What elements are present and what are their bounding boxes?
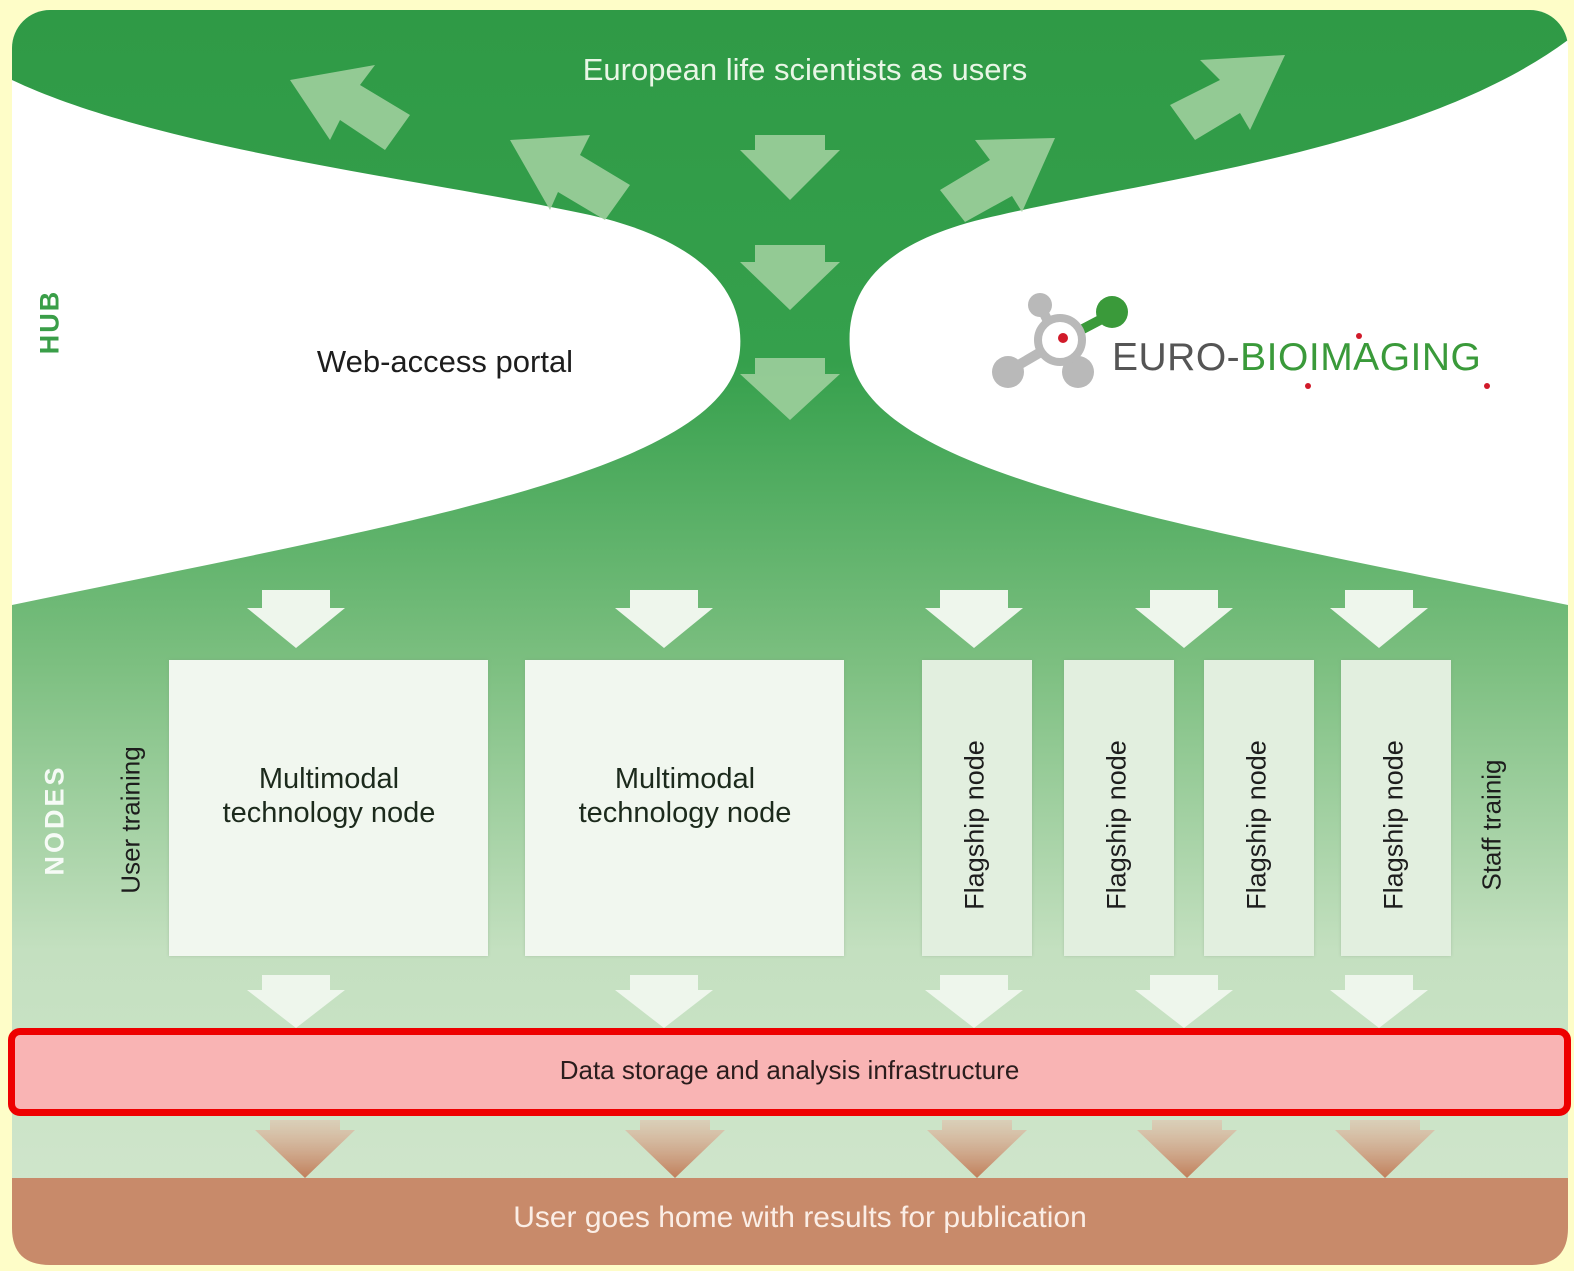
flagship-node-label: Flagship node <box>1101 740 1132 910</box>
arrow-icon <box>1135 590 1233 648</box>
arrow-icon <box>925 975 1023 1028</box>
arrow-icon <box>1335 1120 1435 1178</box>
arrow-icon <box>1137 1120 1237 1178</box>
data-storage-label: Data storage and analysis infrastructure <box>559 1055 1020 1085</box>
arrow-icon <box>925 590 1023 648</box>
user-training-label: User training <box>115 746 146 894</box>
flagship-node-box <box>1204 660 1314 956</box>
logo-text-euro: EURO- <box>1112 336 1241 379</box>
arrows-into-nodes <box>247 590 1428 648</box>
flagship-node-label: Flagship node <box>959 740 990 910</box>
arrow-icon <box>290 65 410 150</box>
flagship-node-box <box>922 660 1032 956</box>
arrow-icon <box>740 135 840 200</box>
staff-training-label: Staff trainig <box>1476 759 1507 891</box>
multimodal-node-label: Multimodal technology node <box>222 763 436 830</box>
arrow-icon <box>740 358 840 420</box>
arrow-icon <box>1330 975 1428 1028</box>
flagship-node-label: Flagship node <box>1378 740 1409 910</box>
arrow-icon <box>940 138 1055 222</box>
logo-text-bioimaging: BIOIMAGING <box>1240 336 1482 379</box>
euro-bioimaging-logo-text: EURO-BIOIMAGING <box>1112 336 1481 380</box>
arrow-icon <box>615 975 713 1028</box>
arrow-icon <box>1170 55 1285 140</box>
arrow-icon <box>625 1120 725 1178</box>
logo-red-dot <box>1484 383 1490 389</box>
arrow-icon <box>1135 975 1233 1028</box>
multimodal-node-box <box>169 660 488 956</box>
arrow-icon <box>247 975 345 1028</box>
euro-bioimaging-logo-mark <box>992 293 1128 388</box>
arrows-to-data <box>247 975 1428 1028</box>
arrow-icon <box>255 1120 355 1178</box>
arrow-icon <box>615 590 713 648</box>
arrow-icon <box>510 135 630 220</box>
arrow-icon <box>247 590 345 648</box>
arrow-icon <box>927 1120 1027 1178</box>
result-bar-label: User goes home with results for publicat… <box>513 1201 1087 1234</box>
arrow-icon <box>1330 590 1428 648</box>
arrow-icon <box>740 245 840 310</box>
hub-arrows <box>290 55 1285 420</box>
flagship-node-label: Flagship node <box>1241 740 1272 910</box>
hub-side-label: HUB <box>34 289 65 355</box>
flagship-node-box <box>1064 660 1174 956</box>
arrows-to-results <box>255 1120 1435 1178</box>
multimodal-node-box <box>525 660 844 956</box>
data-storage-bar: Data storage and analysis infrastructure <box>8 1028 1571 1116</box>
nodes-side-label: NODES <box>39 764 70 876</box>
web-portal-label: Web-access portal <box>316 344 574 379</box>
logo-red-dot <box>1356 333 1362 339</box>
result-bar <box>12 1178 1568 1265</box>
multimodal-node-label: Multimodal technology node <box>578 763 792 830</box>
users-banner-text: European life scientists as users <box>582 52 1028 87</box>
logo-red-dot <box>1305 383 1311 389</box>
flagship-node-box <box>1341 660 1451 956</box>
